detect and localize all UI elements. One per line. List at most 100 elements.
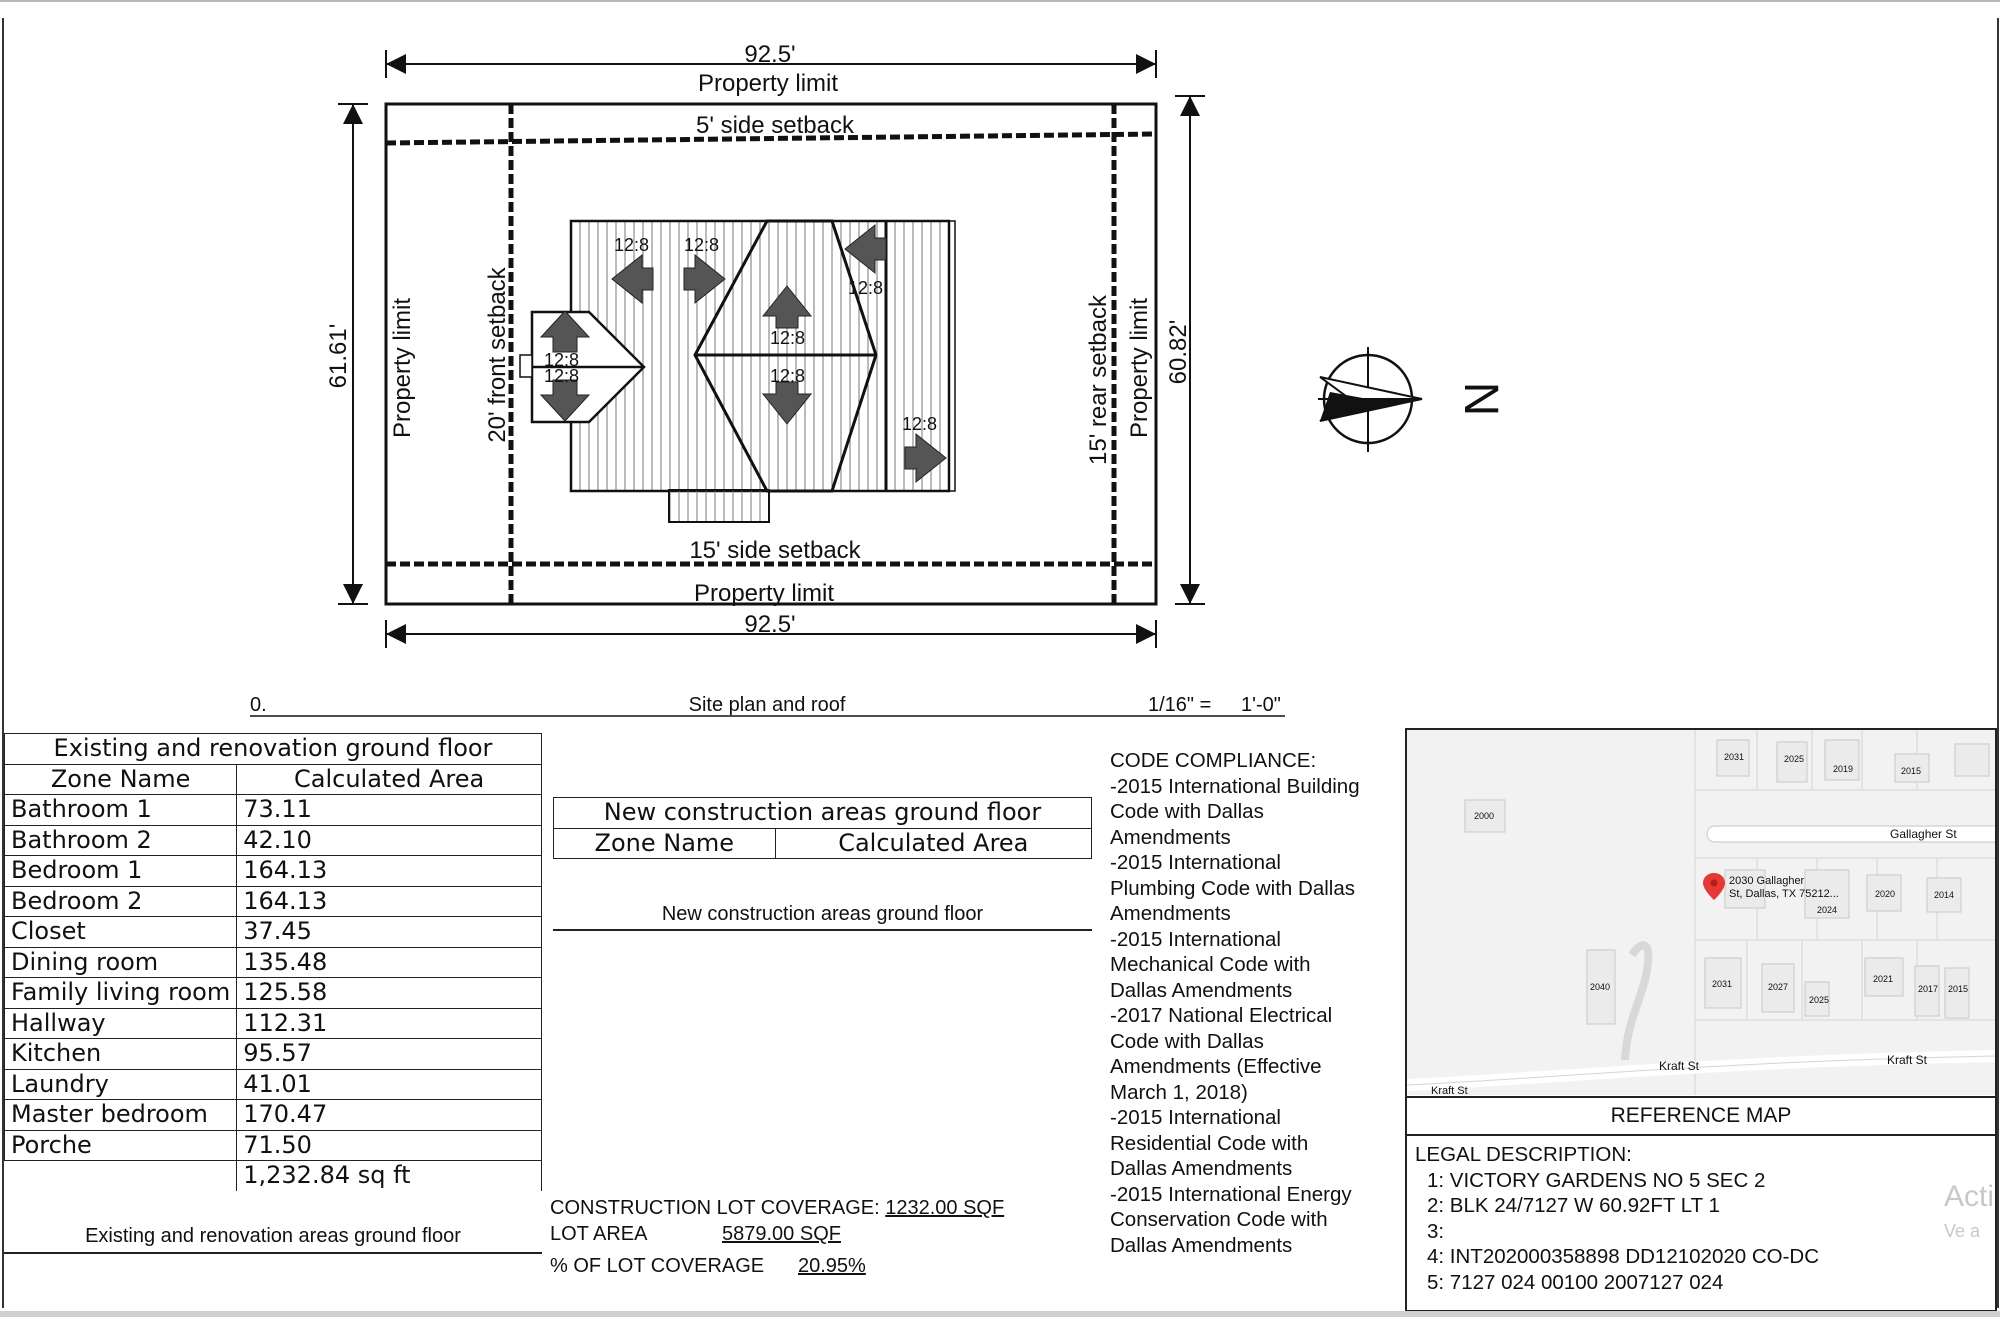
legal-line: 5: 7127 024 00100 2007127 024 (1427, 1270, 1724, 1294)
zone-cell: Porche (3, 1129, 238, 1161)
zone-cell: Hallway (3, 1007, 238, 1039)
drawing-title: Site plan and roof (689, 694, 846, 716)
lot-number: 2015 (1948, 984, 1968, 994)
lot-number: 2025 (1809, 995, 1829, 1005)
slope-label: 12:8 (544, 350, 579, 370)
new-table-title: New construction areas ground floor (553, 797, 1092, 829)
legal-title: LEGAL DESCRIPTION: (1415, 1143, 1632, 1166)
area-cell: 164.13 (236, 855, 542, 887)
north-label: N (1454, 382, 1507, 417)
slope-label: 12:8 (902, 414, 937, 434)
lot-area-value: 5879.00 SQF (722, 1223, 841, 1245)
total-area: 1,232.84 sq ft (236, 1160, 542, 1191)
lot-number: 2025 (1784, 754, 1804, 764)
code-line: Residential Code with (1110, 1131, 1309, 1155)
code-line: -2015 International Energy (1110, 1182, 1352, 1206)
code-line: -2015 International Building (1110, 774, 1360, 798)
reference-map-panel: 2031 2025 2019 2015 2000 2024 2020 2014 … (1405, 728, 1997, 1312)
legal-description: LEGAL DESCRIPTION: 1: VICTORY GARDENS NO… (1415, 1142, 1819, 1295)
area-cell: 125.58 (236, 977, 542, 1009)
lot-number: 2031 (1712, 979, 1732, 989)
lot-coverage-label: % OF LOT COVERAGE (550, 1255, 765, 1277)
lot-number: 2000 (1474, 811, 1494, 821)
legal-line: 1: VICTORY GARDENS NO 5 SEC 2 (1427, 1168, 1766, 1192)
pin-address-line2: St, Dallas, TX 75212... (1729, 888, 1839, 900)
zone-cell: Closet (3, 916, 238, 948)
area-cell: 95.57 (236, 1038, 542, 1070)
lot-number: 2014 (1934, 890, 1954, 900)
existing-table-title: Existing and renovation ground floor (4, 733, 542, 765)
code-line: Plumbing Code with Dallas (1110, 876, 1355, 900)
roof-slope-labels: 12:8 12:8 12:8 12:8 12:8 12:8 12:8 12:8 (544, 235, 937, 434)
setback-lines (385, 104, 1157, 604)
lot-number: 2024 (1817, 905, 1837, 915)
property-limit-right: Property limit (1126, 298, 1153, 438)
street-gallagher: Gallagher St (1890, 827, 1957, 841)
zone-cell: Family living room (3, 977, 238, 1009)
lot-number: 2040 (1590, 982, 1610, 992)
area-cell: 73.11 (236, 794, 542, 826)
legal-line: 2: BLK 24/7127 W 60.92FT LT 1 (1427, 1194, 1720, 1217)
area-cell: 135.48 (236, 946, 542, 978)
zone-cell: Kitchen (3, 1038, 238, 1070)
activation-watermark: Acti Ve a (1944, 1180, 1994, 1248)
property-limit-left: Property limit (389, 298, 416, 438)
dimension-bottom: 92.5' (744, 611, 795, 638)
house-roof-plan (519, 219, 956, 523)
property-limit-top: Property limit (698, 70, 838, 97)
slope-label: 12:8 (770, 366, 805, 386)
zone-cell: Bedroom 1 (3, 855, 238, 887)
property-boundary (384, 102, 1158, 606)
area-cell: 71.50 (236, 1129, 542, 1161)
code-line: Conservation Code with (1110, 1208, 1328, 1231)
area-cell: 170.47 (236, 1099, 542, 1131)
zone-cell: Master bedroom (3, 1099, 238, 1131)
pin-address-line1: 2030 Gallagher (1729, 875, 1805, 887)
existing-caption-underline (4, 1252, 542, 1254)
zone-cell: Laundry (3, 1068, 238, 1100)
slope-label: 12:8 (848, 278, 883, 298)
existing-table-caption: Existing and renovation areas ground flo… (85, 1225, 461, 1247)
code-line: -2015 International (1110, 851, 1281, 874)
activation-watermark-clip: Acti Ve a (1944, 1180, 1998, 1250)
total-spacer (4, 1160, 238, 1191)
side-setback-top: 5' side setback (696, 112, 855, 139)
lot-number: 2019 (1833, 764, 1853, 774)
north-arrow-icon (1318, 347, 1423, 452)
reference-map[interactable]: 2031 2025 2019 2015 2000 2024 2020 2014 … (1407, 730, 1995, 1095)
lot-number: 2020 (1875, 889, 1895, 899)
area-cell: 37.45 (236, 916, 542, 948)
site-plan-drawing: 92.5' 92.5' 61.61' 60.82' Property limit… (250, 41, 1507, 717)
area-cell: 41.01 (236, 1068, 542, 1100)
front-setback-label: 20' front setback (484, 266, 511, 442)
property-limit-bottom: Property limit (694, 580, 834, 607)
zone-cell: Dining room (3, 946, 238, 978)
col-header-area: Calculated Area (236, 763, 542, 795)
construction-coverage-value: 1232.00 SQF (885, 1197, 1005, 1219)
lot-number: 2021 (1873, 974, 1893, 984)
zone-cell: Bedroom 2 (3, 885, 238, 917)
dimension-lines (338, 50, 1205, 648)
lot-number: 2031 (1724, 752, 1744, 762)
watermark-line1: Acti (1944, 1180, 1995, 1213)
code-line: Amendments (1110, 825, 1231, 849)
area-cell: 112.31 (236, 1007, 542, 1039)
window-top-border (0, 0, 2000, 2)
slope-label: 12:8 (544, 366, 579, 386)
col-header-area: Calculated Area (774, 827, 1093, 859)
code-line: Code with Dallas (1110, 1029, 1264, 1053)
location-pin-icon[interactable] (1703, 873, 1725, 900)
watermark-line2: Ve a (1944, 1221, 1981, 1241)
existing-areas-table: Existing and renovation ground floor Zon… (3, 733, 542, 1191)
code-line: Amendments (1110, 902, 1231, 925)
slope-label: 12:8 (770, 328, 805, 348)
